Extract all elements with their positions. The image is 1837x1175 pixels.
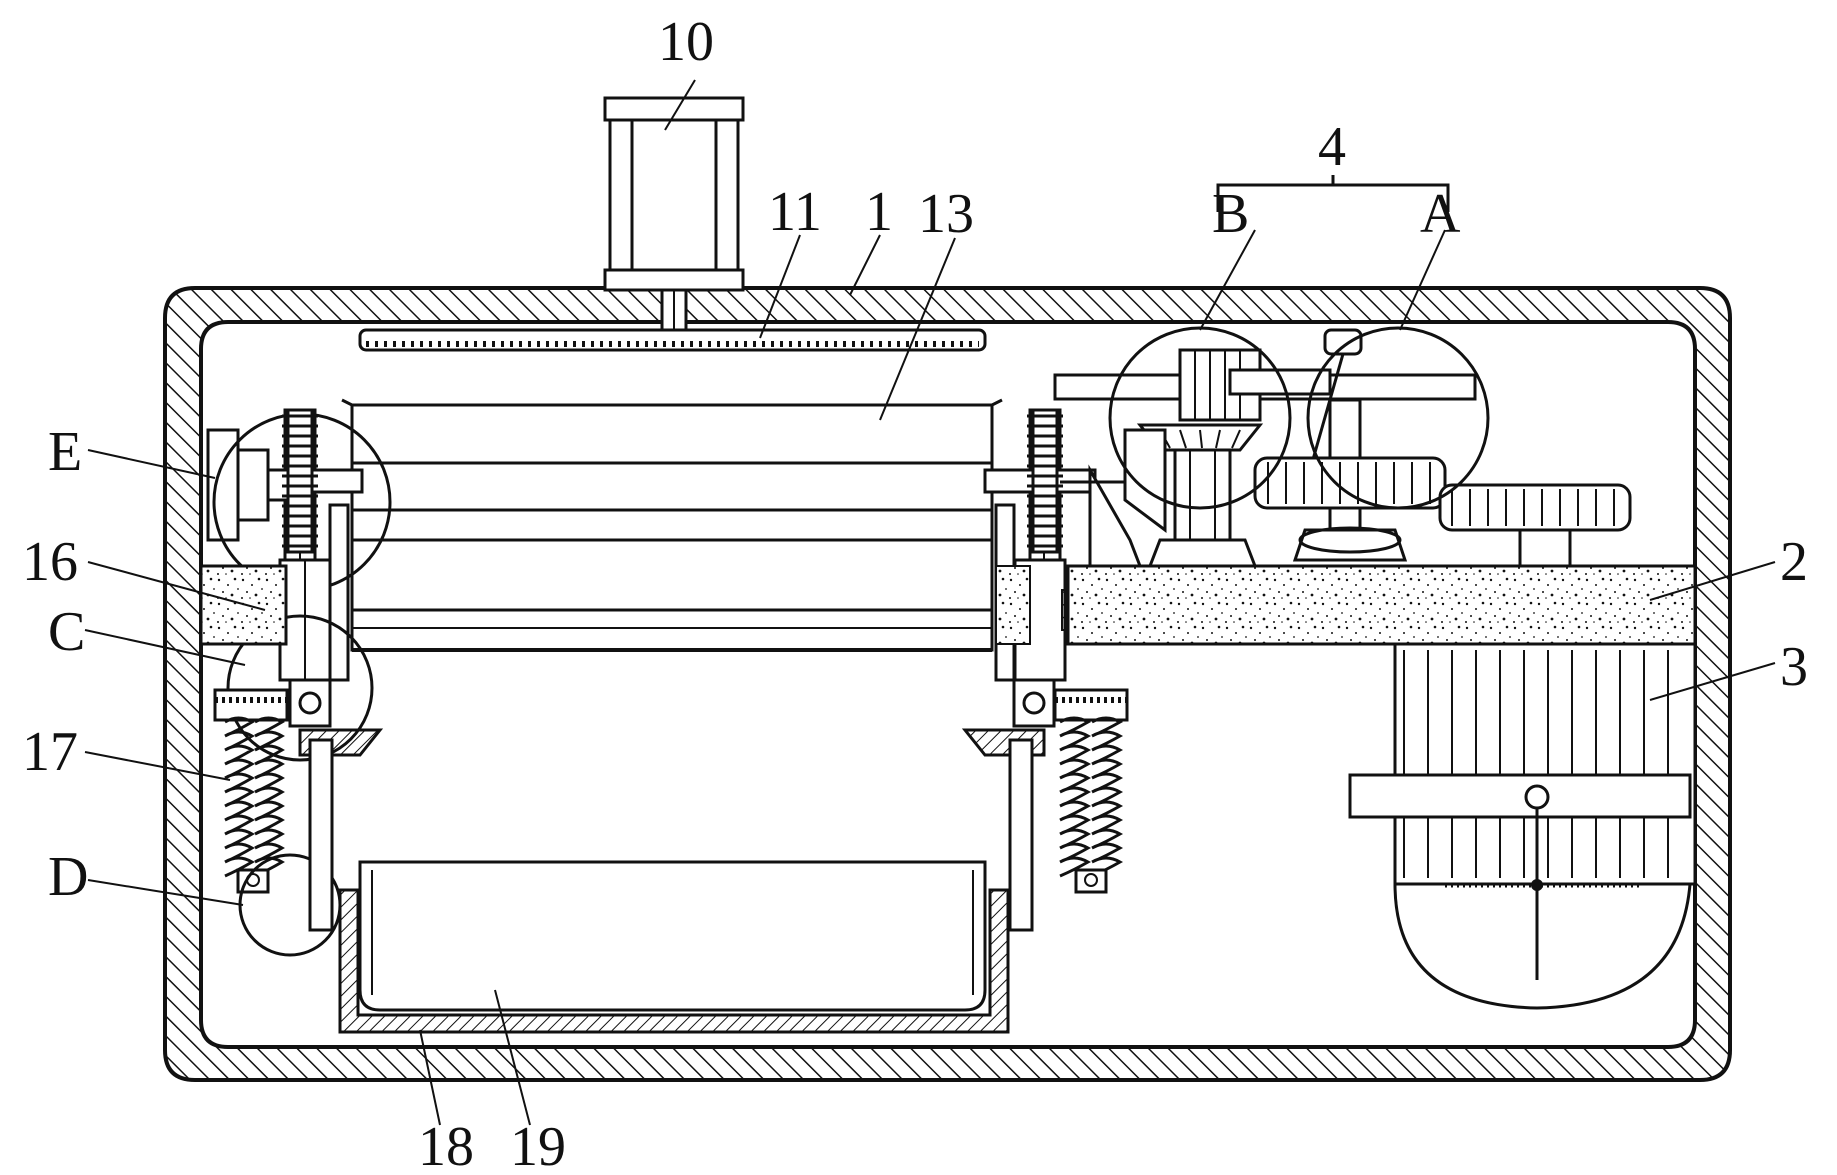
motor-unit-3: [1348, 642, 1697, 1010]
label-1: 1: [865, 181, 893, 243]
bracket-4: [1216, 175, 1450, 212]
label-d: D: [48, 846, 88, 908]
collection-bin-18-19: [338, 860, 1010, 1034]
detail-circle-c: [226, 614, 374, 762]
label-16: 16: [22, 531, 78, 593]
drive-unit-4: [1053, 328, 1632, 568]
housing-wall: [163, 286, 1732, 1082]
base-plate-2: [1066, 564, 1697, 646]
label-2: 2: [1780, 531, 1808, 593]
cylinder-10: [603, 96, 745, 332]
label-11: 11: [768, 181, 822, 243]
label-c: C: [48, 601, 85, 663]
detail-circle-a: [1306, 326, 1490, 510]
label-18: 18: [418, 1116, 474, 1170]
label-19: 19: [510, 1116, 566, 1170]
leader-lines: [84, 79, 1776, 1126]
left-rod: [308, 738, 334, 932]
drum-13: [341, 398, 1003, 652]
label-17: 17: [22, 721, 78, 783]
label-3: 3: [1780, 636, 1808, 698]
left-springs-17: [213, 688, 289, 894]
label-10: 10: [658, 11, 714, 73]
gear-left: [282, 408, 318, 554]
label-4: 4: [1318, 116, 1346, 178]
gear-right: [1027, 408, 1063, 554]
press-plate-11: [358, 328, 987, 352]
part-labels: 10 11 1 13 4 B A E 16 C 17 D 2 3 18 19: [22, 11, 1808, 1175]
label-a: A: [1420, 183, 1461, 245]
label-e: E: [48, 421, 82, 483]
gear-body: [1031, 408, 1059, 554]
right-springs: [1053, 688, 1129, 894]
label-b: B: [1212, 183, 1249, 245]
gear-body: [286, 408, 314, 554]
label-13: 13: [918, 183, 974, 245]
right-frame: [961, 408, 1097, 932]
